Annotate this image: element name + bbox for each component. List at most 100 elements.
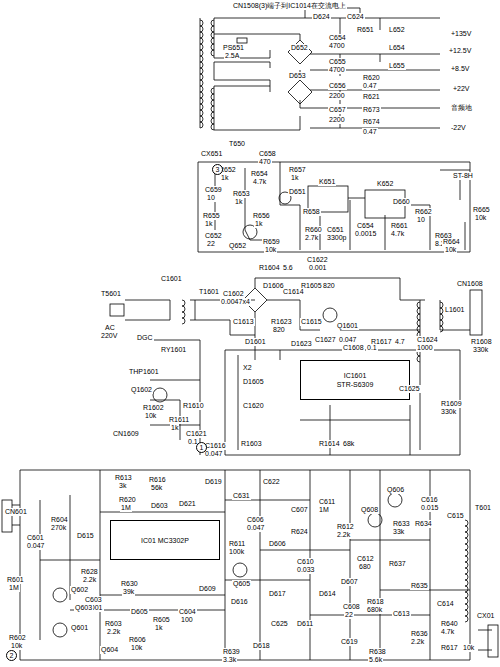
coil-turn bbox=[211, 44, 214, 50]
component-label: CN1508(3)端子到IC1014在交流电上 bbox=[232, 2, 347, 10]
component-label: R620 bbox=[118, 496, 137, 504]
coil-turn bbox=[465, 580, 468, 586]
component-label: D621 bbox=[178, 500, 197, 508]
component-label: C616 bbox=[420, 496, 439, 504]
coil-turn bbox=[211, 88, 214, 94]
coil-turn bbox=[465, 544, 468, 550]
component-label: R659 bbox=[262, 238, 281, 246]
component-label: R601 bbox=[6, 576, 25, 584]
transistor-symbol bbox=[53, 588, 67, 602]
component-label: Q605 bbox=[232, 580, 251, 588]
component-label: 4.7k bbox=[252, 178, 267, 186]
coil-turn bbox=[200, 98, 203, 104]
coil-turn bbox=[211, 106, 214, 112]
component-label: R657 bbox=[288, 166, 307, 174]
coil-turn bbox=[211, 38, 214, 44]
component-label: 1M bbox=[120, 504, 132, 512]
callout-number: 3 bbox=[212, 164, 223, 175]
component-label: 680 bbox=[358, 563, 372, 571]
component-label: R664 bbox=[442, 238, 461, 246]
component-label: CX01 bbox=[476, 612, 496, 620]
coil-turn bbox=[417, 356, 420, 362]
ic-label: IC01 MC3302P bbox=[141, 536, 189, 545]
component-label: 10k bbox=[462, 644, 475, 652]
component-label: C657 bbox=[328, 106, 347, 114]
component-label: 820 bbox=[272, 326, 286, 334]
component-label: 3k bbox=[118, 482, 127, 490]
component-label: 100k bbox=[228, 548, 245, 556]
component-label: 270k bbox=[50, 524, 67, 532]
component-label: C1614 bbox=[282, 288, 305, 296]
component-label: 470 bbox=[258, 158, 272, 166]
transformer-coil bbox=[182, 300, 443, 362]
component-label: 1k bbox=[290, 174, 299, 182]
component-label: 0.47 bbox=[362, 82, 378, 90]
component-label: 1k bbox=[254, 220, 263, 228]
component-label: 2.2k bbox=[410, 638, 425, 646]
coil-turn bbox=[465, 532, 468, 538]
component-label: 1M bbox=[318, 506, 330, 514]
component-label: R621 bbox=[362, 93, 381, 101]
component-label: 56k bbox=[150, 484, 163, 492]
component-label: L1601 bbox=[444, 306, 465, 314]
component-label: C1624 bbox=[416, 336, 439, 344]
coil-turn bbox=[200, 56, 203, 62]
component-label: 4.7k bbox=[440, 628, 455, 636]
component-label: C610 bbox=[296, 558, 315, 566]
component-label: PS651 bbox=[222, 44, 245, 52]
component-label: 2200 bbox=[328, 92, 346, 100]
component-label: R1603 bbox=[240, 440, 263, 448]
coil-turn bbox=[200, 62, 203, 68]
component-label: D609 bbox=[198, 585, 217, 593]
component-label: 100 bbox=[180, 616, 194, 624]
component-label: C1621 bbox=[185, 430, 208, 438]
component-label: 音频地 bbox=[450, 104, 473, 112]
fuse-symbol bbox=[237, 38, 247, 43]
component-label: R616 bbox=[148, 476, 167, 484]
component-label: D1601 bbox=[244, 338, 267, 346]
component-label: 0.047 bbox=[26, 542, 46, 550]
component-label: 22 bbox=[206, 240, 216, 248]
component-label: 2.2k bbox=[106, 628, 121, 636]
protection-circuit bbox=[198, 162, 470, 252]
callout-number: 1 bbox=[196, 442, 207, 453]
coil-turn bbox=[200, 26, 203, 32]
component-label: C614 bbox=[436, 600, 455, 608]
component-label: C601 bbox=[26, 534, 45, 542]
component-label: C655 bbox=[328, 58, 347, 66]
component-label: R665 bbox=[472, 206, 491, 214]
coil-turn bbox=[211, 20, 214, 26]
component-label: 0.0015 bbox=[354, 230, 377, 238]
component-label: 1000 bbox=[416, 344, 434, 352]
ic-label: STR-S6309 bbox=[337, 380, 374, 389]
coil-turn bbox=[200, 104, 203, 110]
component-label: R630 bbox=[120, 580, 139, 588]
component-label: L655 bbox=[388, 62, 406, 70]
component-label: 4700 bbox=[328, 66, 346, 74]
component-label: 5.6 bbox=[282, 264, 294, 272]
component-label: 0.1 bbox=[366, 344, 378, 352]
component-label: 10 bbox=[416, 216, 426, 224]
component-label: 4.7 bbox=[394, 338, 406, 346]
component-label: R1602 bbox=[142, 404, 165, 412]
component-label: C1601 bbox=[160, 275, 183, 283]
component-label: 330k bbox=[440, 408, 457, 416]
component-label: C624 bbox=[346, 13, 365, 21]
component-label: 10k bbox=[130, 644, 143, 652]
component-label: C615 bbox=[446, 512, 465, 520]
component-label: 2.5A bbox=[224, 52, 240, 60]
component-label: C654 bbox=[328, 34, 347, 42]
coil-turn bbox=[465, 568, 468, 574]
component-label: 2200 bbox=[328, 116, 346, 124]
ac-plug bbox=[110, 304, 124, 316]
component-label: D615 bbox=[76, 532, 95, 540]
ic-box: IC1601STR-S6309 bbox=[300, 360, 410, 400]
component-label: R658 bbox=[302, 208, 321, 216]
component-label: C1608 bbox=[342, 344, 365, 352]
component-label: +12.5V bbox=[448, 47, 472, 55]
bridge-rectifier bbox=[288, 80, 312, 104]
transistor-symbol bbox=[53, 623, 67, 637]
component-label: 820 bbox=[322, 282, 336, 290]
component-label: C1620 bbox=[242, 402, 265, 410]
